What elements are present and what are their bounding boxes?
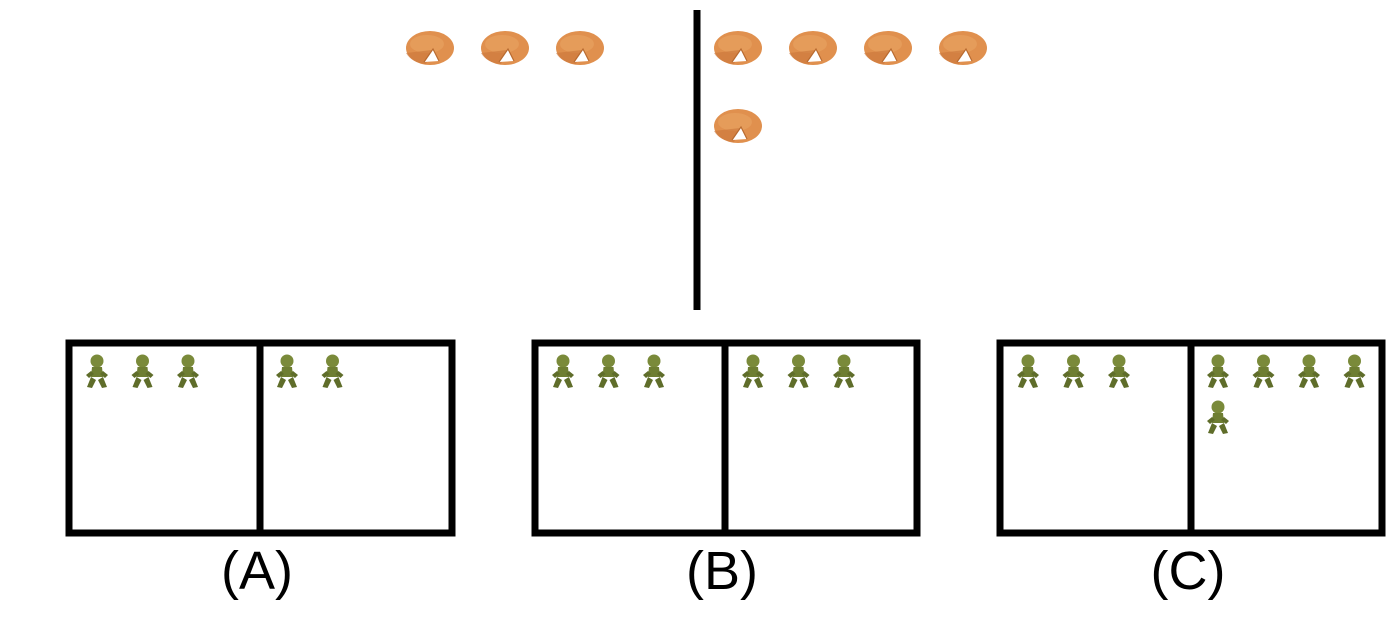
person-figure-icon: [177, 354, 199, 388]
person-figure-icon: [1252, 354, 1275, 388]
person-figure-icon: [643, 354, 665, 388]
option-c-box[interactable]: [996, 339, 1386, 537]
fortune-cookie-icon: [713, 108, 763, 144]
person-figure-icon: [276, 354, 298, 388]
option-a-left-figures: [86, 354, 199, 388]
top-right-cookie-group: [713, 30, 988, 144]
person-figure-icon: [1108, 354, 1130, 388]
option-b-label[interactable]: (B): [686, 541, 758, 601]
fortune-cookie-icon: [788, 30, 838, 66]
person-figure-icon: [597, 354, 620, 388]
person-figure-icon: [1343, 354, 1366, 388]
person-figure-icon: [1062, 354, 1085, 388]
person-figure-icon: [1207, 400, 1229, 434]
person-figure-icon: [86, 354, 108, 388]
top-left-cookie-group: [405, 30, 605, 66]
person-figure-icon: [787, 354, 810, 388]
option-b-left-figures: [552, 354, 665, 388]
fortune-cookie-icon: [863, 30, 913, 66]
person-figure-icon: [131, 354, 154, 388]
person-figure-icon: [321, 354, 344, 388]
option-b-right-figures: [742, 354, 855, 388]
option-a-label[interactable]: (A): [221, 541, 293, 601]
option-b-box[interactable]: [531, 339, 921, 537]
option-c-label[interactable]: (C): [1150, 541, 1226, 601]
fortune-cookie-icon: [938, 30, 988, 66]
option-c-right-figures: [1207, 354, 1366, 434]
option-c-left-figures: [1017, 354, 1130, 388]
person-figure-icon: [833, 354, 855, 388]
fortune-cookie-icon: [480, 30, 530, 66]
fortune-cookie-icon: [405, 30, 455, 66]
person-figure-icon: [1207, 354, 1229, 388]
option-a-right-figures: [276, 354, 344, 388]
fortune-cookie-icon: [555, 30, 605, 66]
fortune-cookie-icon: [713, 30, 763, 66]
person-figure-icon: [1017, 354, 1039, 388]
person-figure-icon: [552, 354, 574, 388]
person-figure-icon: [1298, 354, 1320, 388]
option-a-box[interactable]: [65, 339, 456, 537]
person-figure-icon: [742, 354, 764, 388]
